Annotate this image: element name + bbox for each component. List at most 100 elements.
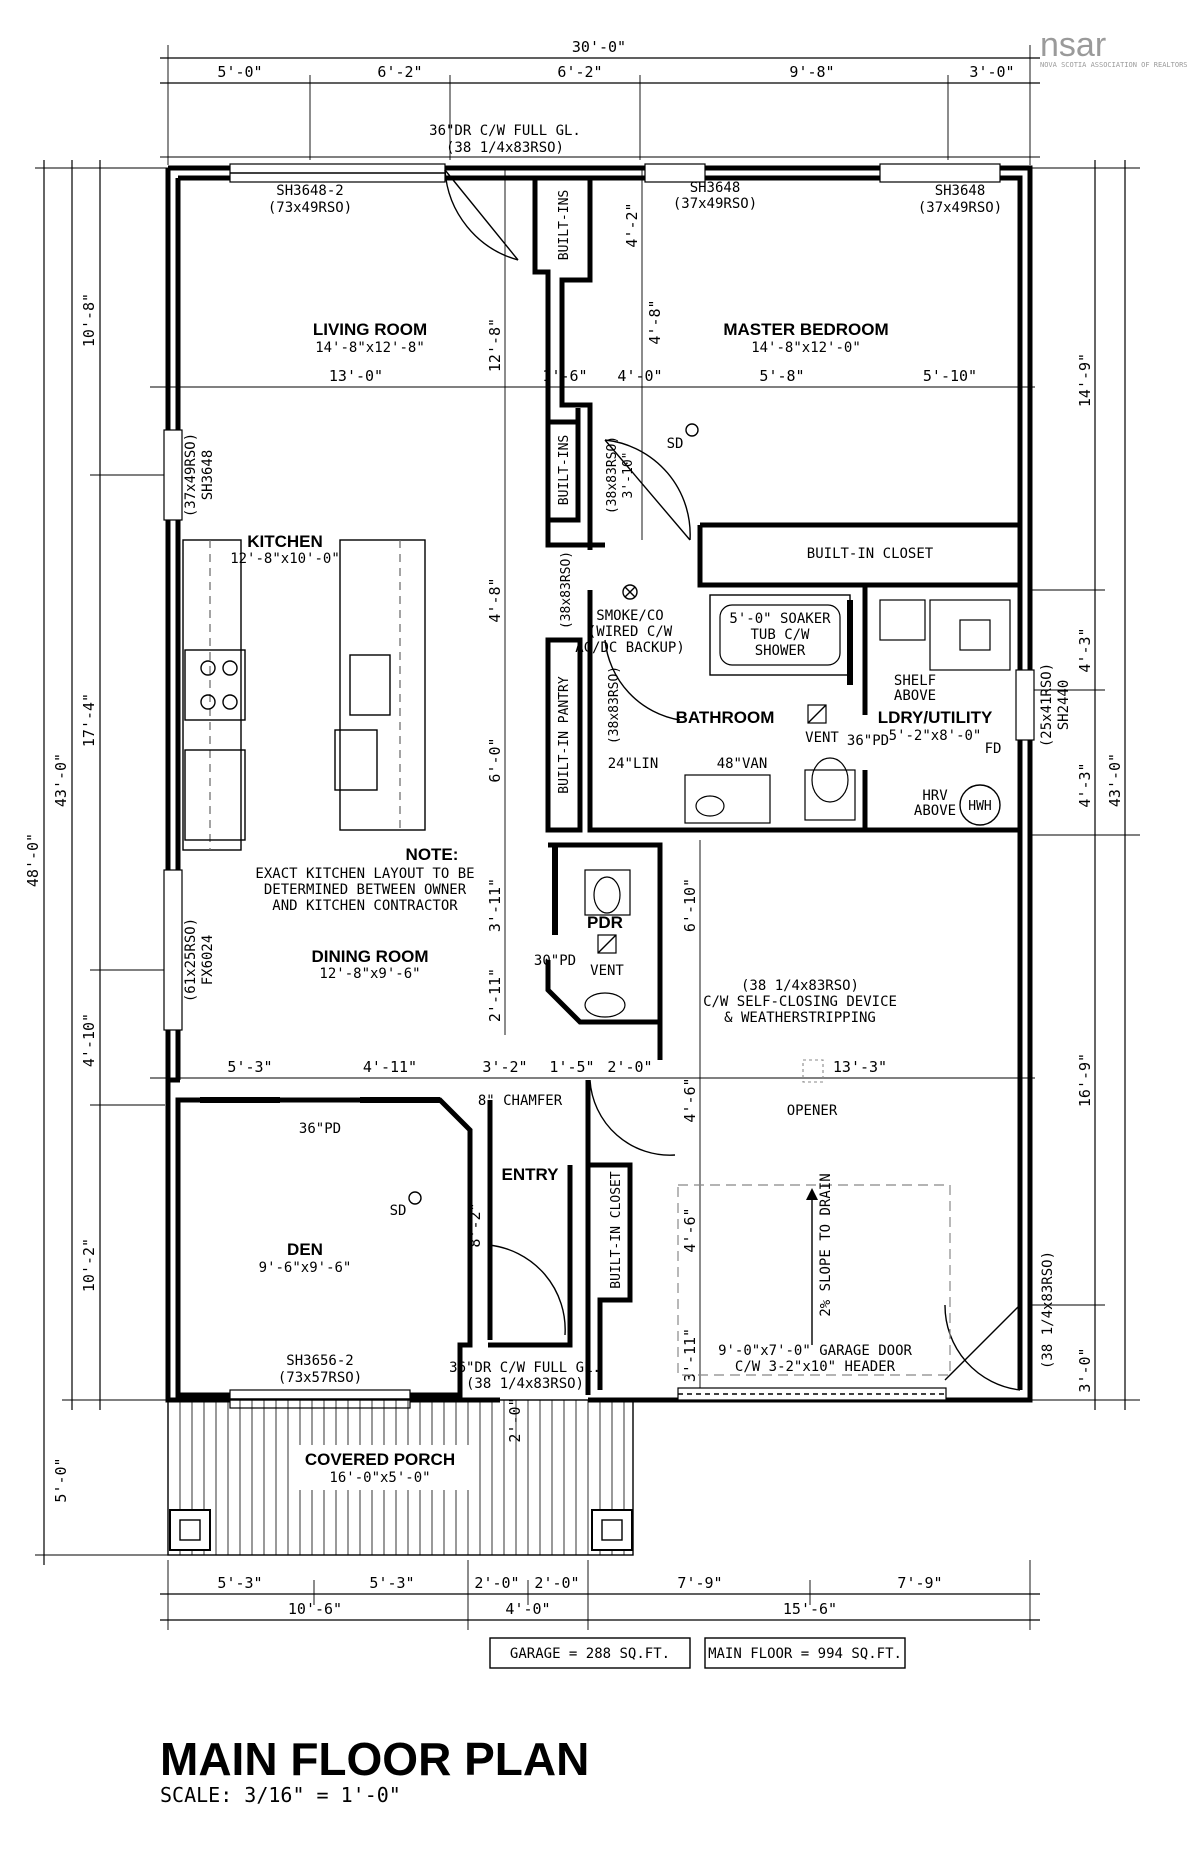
dim-porch-gap: 2'-0": [506, 1397, 524, 1442]
room-entry-name: ENTRY: [502, 1165, 560, 1184]
note-win-dining-2: FX6024: [200, 935, 216, 986]
note-entry-door-1: 36"DR C/W FULL GL.: [449, 1360, 601, 1376]
note-win-den-1: SH3656-2: [286, 1353, 353, 1369]
dim-bottom-1: 5'-3": [217, 1574, 262, 1592]
covered-porch: [167, 1399, 634, 1556]
dim-bottom-6: 7'-9": [897, 1574, 942, 1592]
note-win-kitchen-2: SH3648: [200, 450, 216, 501]
dim-bottom2-2: 4'-0": [505, 1600, 550, 1618]
logo-mark: nsar: [1040, 26, 1106, 64]
dim-left-mid: 43'-0": [52, 753, 70, 807]
room-labels: LIVING ROOM 14'-8"x12'-8" MASTER BEDROOM…: [230, 320, 993, 1486]
room-kitchen-name: KITCHEN: [247, 532, 323, 551]
note-side-door: (38 1/4x83RSO): [1040, 1251, 1056, 1369]
dim-vcenter-4: 3'-11": [486, 878, 504, 932]
room-den-size: 9'-6"x9'-6": [259, 1260, 352, 1276]
note-smoke-1: SMOKE/CO: [596, 608, 663, 624]
dim-right-4: 16'-9": [1076, 1053, 1094, 1107]
note-win-laundry-1: (25x41RSO): [1039, 663, 1055, 747]
dim-right-2: 4'-3": [1076, 627, 1094, 672]
note-door-rso2: (38x83RSO): [559, 551, 574, 629]
note-front-door-2: (38 1/4x83RSO): [446, 140, 564, 156]
note-win-den-2: (73x57RSO): [278, 1370, 362, 1386]
plan-title: MAIN FLOOR PLAN: [160, 1733, 589, 1785]
dim-row1-5: 5'-10": [923, 367, 977, 385]
note-shelf-1: SHELF: [894, 673, 936, 689]
note-garage-door-int-1: (38 1/4x83RSO): [741, 978, 859, 994]
note-smoke-3: AC/DC BACKUP): [575, 640, 685, 656]
area-summary: GARAGE = 288 SQ.FT. MAIN FLOOR = 994 SQ.…: [489, 1637, 906, 1669]
note-win-kitchen-1: (37x49RSO): [183, 433, 199, 517]
interior-dimension-rows: 13'-0" 1'-6" 4'-0" 5'-8" 5'-10" 5'-3" 4'…: [150, 170, 1035, 1443]
nsar-logo: nsar NOVA SCOTIA ASSOCIATION OF REALTORS: [1040, 26, 1188, 69]
dim-left-1: 10'-8": [80, 293, 98, 347]
dim-bottom-4: 2'-0": [534, 1574, 579, 1592]
plan-scale: SCALE: 3/16" = 1'-0": [160, 1783, 401, 1807]
dim-vcenter-2: 4'-8": [486, 577, 504, 622]
dim-row2-4: 1'-5": [549, 1058, 594, 1076]
dim-row1-3: 4'-0": [617, 367, 662, 385]
room-dining-name: DINING ROOM: [311, 947, 428, 966]
dim-vgarage-2: 4'-6": [681, 1077, 699, 1122]
dim-left-3: 4'-10": [80, 1013, 98, 1067]
dim-vcenter-3: 6'-0": [486, 737, 504, 782]
left-dimensions: 48'-0" 43'-0" 10'-8" 17'-4" 4'-10" 10'-2…: [24, 160, 175, 1565]
room-living-size: 14'-8"x12'-8": [315, 340, 425, 356]
bottom-dimensions: 5'-3" 5'-3" 2'-0" 2'-0" 7'-9" 7'-9" 10'-…: [160, 1560, 1040, 1630]
dim-vgarage-3: 4'-6": [681, 1207, 699, 1252]
dim-bottom2-1: 10'-6": [288, 1600, 342, 1618]
room-laundry-name: LDRY/UTILITY: [878, 708, 993, 727]
note-shelf-2: ABOVE: [894, 688, 936, 704]
note-hwh: HWH: [968, 799, 991, 814]
main-floor-area: MAIN FLOOR = 994 SQ.FT.: [708, 1646, 902, 1662]
dim-left-5: 5'-0": [52, 1457, 70, 1502]
note-pantry: BUILT-IN PANTRY: [557, 676, 572, 794]
note-smoke-2: (WIRED C/W: [588, 624, 673, 640]
dim-left-2: 17'-4": [80, 693, 98, 747]
note-garage-door-int-2: C/W SELF-CLOSING DEVICE: [703, 994, 897, 1010]
note-entry-door-2: (38 1/4x83RSO): [466, 1376, 584, 1392]
note-pd36: 36"PD: [847, 733, 889, 749]
room-kitchen-size: 12'-8"x10'-0": [230, 551, 340, 567]
annotations: 36"DR C/W FULL GL. (38 1/4x83RSO) SH3648…: [183, 123, 1072, 1392]
note-pd36-den: 36"PD: [299, 1121, 341, 1137]
dim-vcenter-1: 12'-8": [486, 318, 504, 372]
top-dimensions: 30'-0" 5'-0" 6'-2" 6'-2" 9'-8" 3'-0": [160, 38, 1040, 165]
dim-top-3: 6'-2": [557, 63, 602, 81]
note-win-laundry-2: SH2440: [1056, 680, 1072, 731]
room-dining-size: 12'-8"x9'-6": [319, 966, 420, 982]
room-master-size: 14'-8"x12'-0": [751, 340, 861, 356]
note-hrv-2: ABOVE: [914, 803, 956, 819]
note-vent-bath: VENT: [805, 730, 839, 746]
room-bathroom-name: BATHROOM: [676, 708, 775, 727]
bath-fixtures: [408, 423, 1011, 1205]
dim-bottom2-3: 15'-6": [783, 1600, 837, 1618]
dim-vhall-1: 4'-2": [623, 202, 641, 247]
note-sd-den: SD: [390, 1203, 407, 1219]
note-chamfer: 8" CHAMFER: [478, 1093, 563, 1109]
note-lin: 24"LIN: [608, 756, 659, 772]
note-hrv-1: HRV: [922, 788, 948, 804]
note-win-master1-2: (37x49RSO): [673, 196, 757, 212]
dim-row1-1: 13'-0": [329, 367, 383, 385]
dim-right-1: 14'-9": [1076, 353, 1094, 407]
dim-bottom-2: 5'-3": [369, 1574, 414, 1592]
dim-vgarage-1: 6'-10": [681, 878, 699, 932]
dim-row2-6: 13'-3": [833, 1058, 887, 1076]
note-door-rso1-1: (38x83RSO): [605, 436, 620, 514]
drawing-title: MAIN FLOOR PLAN SCALE: 3/16" = 1'-0": [160, 1733, 589, 1807]
dim-row1-2: 1'-6": [542, 367, 587, 385]
dim-vcenter-5: 2'-11": [486, 968, 504, 1022]
dim-top-1: 5'-0": [217, 63, 262, 81]
note-slope: 2% SLOPE TO DRAIN: [818, 1173, 834, 1316]
dim-vgarage-4: 3'-11": [681, 1328, 699, 1382]
note-closet-master: BUILT-IN CLOSET: [807, 546, 934, 562]
note-win-dining-1: (61x25RSO): [183, 918, 199, 1002]
room-pdr-name: PDR: [587, 913, 623, 932]
note-tub-2: TUB C/W: [750, 627, 810, 643]
logo-subtitle: NOVA SCOTIA ASSOCIATION OF REALTORS: [1040, 61, 1188, 69]
dim-right-5: 3'-0": [1076, 1347, 1094, 1392]
dim-left-4: 10'-2": [80, 1238, 98, 1292]
note-win-master2-2: (37x49RSO): [918, 200, 1002, 216]
